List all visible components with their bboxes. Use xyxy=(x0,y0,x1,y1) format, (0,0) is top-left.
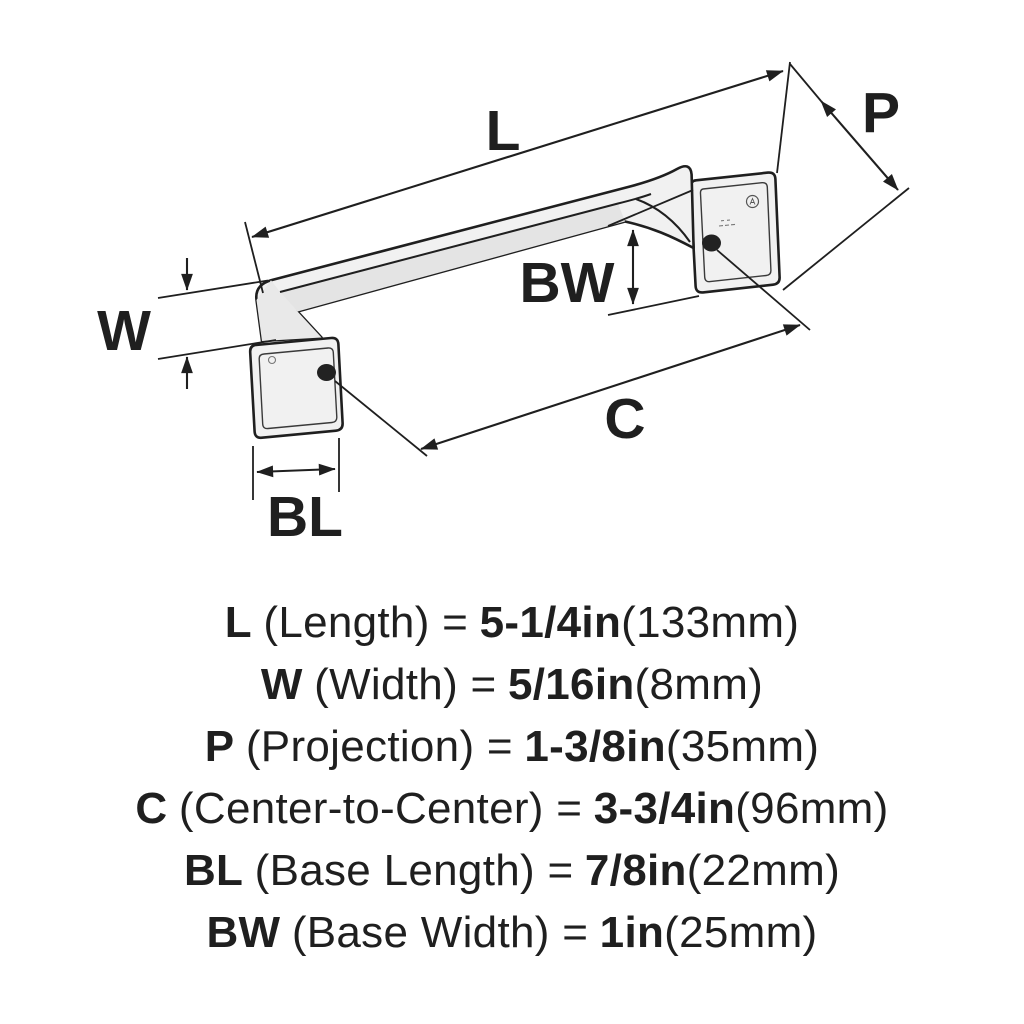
handle-left-arm-face xyxy=(256,280,322,341)
spec-metric: (25mm) xyxy=(664,908,818,957)
right-base-plate xyxy=(689,171,781,294)
spec-code: BL xyxy=(183,846,244,895)
ext-line-L-right xyxy=(776,61,791,174)
dim-label-C: C xyxy=(604,387,645,451)
spec-name: (Base Width) = xyxy=(291,908,589,957)
dimension-lines xyxy=(157,61,910,500)
ext-line-P-top xyxy=(789,63,822,102)
ext-line-W-top xyxy=(157,279,269,299)
spec-code: L xyxy=(224,598,252,647)
screw-hole-left xyxy=(317,364,336,381)
ext-line-C-left xyxy=(334,380,428,457)
ext-line-C-right xyxy=(716,249,811,331)
dim-line-BL xyxy=(256,463,336,478)
spec-line-length: L(Length) =5-1/4in(133mm) xyxy=(0,592,1024,654)
spec-name: (Width) = xyxy=(314,660,497,709)
spec-value: 3-3/4in xyxy=(593,784,736,833)
spec-value: 1-3/8in xyxy=(524,722,666,771)
dim-label-BW: BW xyxy=(520,251,615,315)
spec-code: BW xyxy=(206,908,281,957)
spec-value: 5-1/4in xyxy=(479,598,622,647)
spec-metric: (133mm) xyxy=(621,598,800,647)
dim-label-BL: BL xyxy=(267,485,343,549)
dimension-labels: L P W BW C BL xyxy=(97,81,900,549)
dim-label-P: P xyxy=(862,81,900,145)
spec-line-center-to-center: C(Center-to-Center) =3-3/4in(96mm) xyxy=(0,778,1024,840)
left-base-inner-edge xyxy=(258,347,338,430)
spec-metric: (8mm) xyxy=(634,660,764,709)
spec-line-projection: P(Projection) =1-3/8in(35mm) xyxy=(0,716,1024,778)
spec-value: 1in xyxy=(599,908,665,957)
ext-line-W-bottom xyxy=(157,339,277,360)
ext-line-P-bottom xyxy=(782,187,910,291)
spec-name: (Projection) = xyxy=(245,722,513,771)
dim-label-W: W xyxy=(97,299,151,363)
product-dimension-diagram: L P W BW C BL xyxy=(97,61,910,549)
stamp-dot-left-base xyxy=(267,355,277,365)
dim-line-L xyxy=(251,69,784,239)
spec-name: (Length) = xyxy=(263,598,469,647)
dim-line-P xyxy=(820,100,899,191)
spec-metric: (96mm) xyxy=(735,784,889,833)
ext-line-BW-bottom xyxy=(607,295,700,316)
spec-line-base-length: BL(Base Length) =7/8in(22mm) xyxy=(0,840,1024,902)
dim-line-C xyxy=(420,324,801,450)
spec-name: (Base Length) = xyxy=(254,846,574,895)
spec-name: (Center-to-Center) = xyxy=(178,784,583,833)
spec-code: C xyxy=(135,784,168,833)
cabinet-pull-illustration xyxy=(248,164,781,440)
spec-metric: (35mm) xyxy=(665,722,820,771)
spec-value: 7/8in xyxy=(584,846,687,895)
dimension-spec-list: L(Length) =5-1/4in(133mm) W(Width) =5/16… xyxy=(0,592,1024,964)
spec-code: P xyxy=(204,722,235,771)
screw-hole-right xyxy=(702,234,721,252)
spec-value: 5/16in xyxy=(507,660,635,709)
spec-line-width: W(Width) =5/16in(8mm) xyxy=(0,654,1024,716)
handle-diagram-svg: L P W BW C BL xyxy=(97,61,910,549)
ext-line-BW-top xyxy=(607,189,694,227)
dim-label-L: L xyxy=(486,99,521,163)
spec-code: W xyxy=(260,660,303,709)
spec-line-base-width: BW(Base Width) =1in(25mm) xyxy=(0,902,1024,964)
spec-metric: (22mm) xyxy=(686,846,841,895)
